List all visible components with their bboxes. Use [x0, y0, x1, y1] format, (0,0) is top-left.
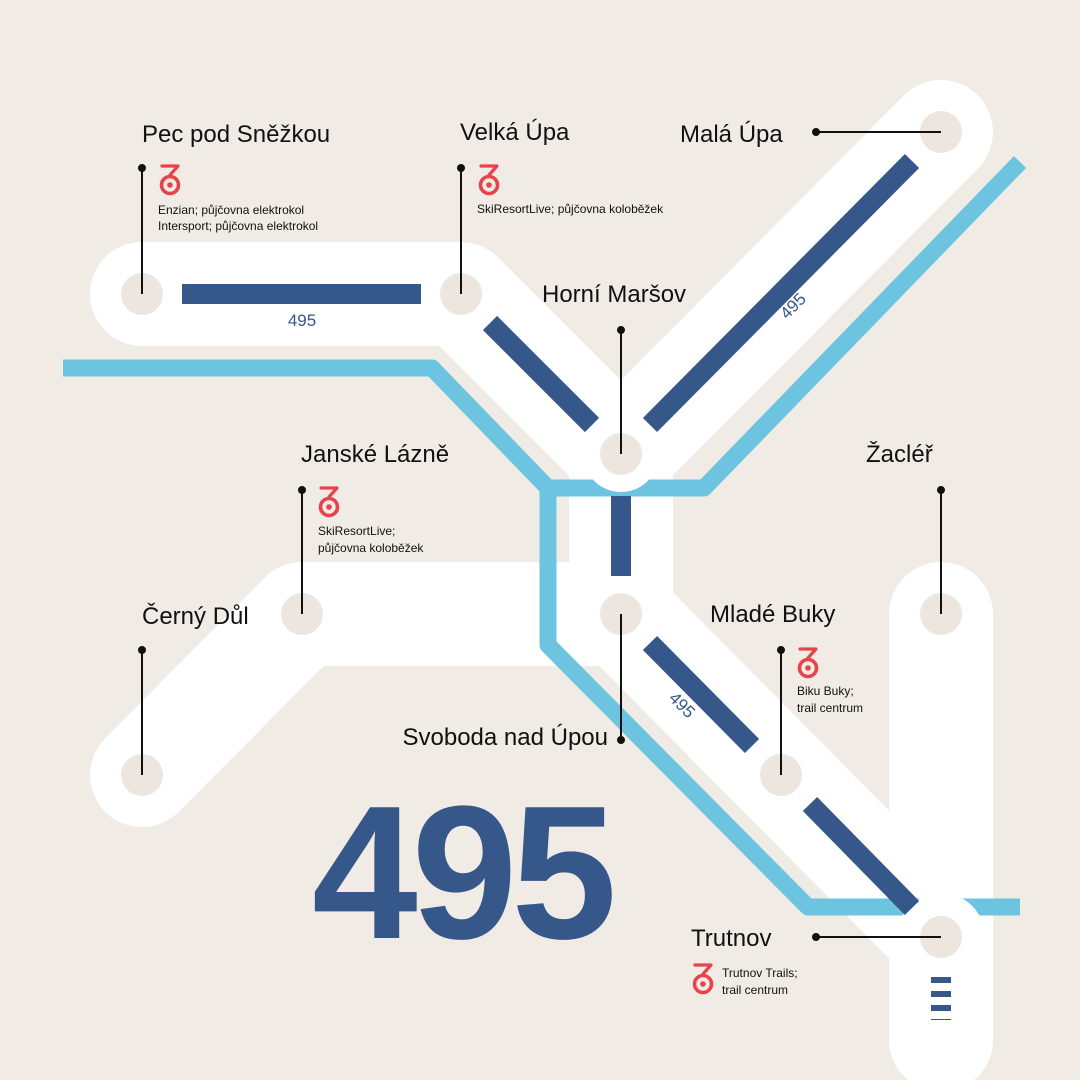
station-name-janske-lazne: Janské Lázně — [301, 441, 449, 468]
route-segment-velka-upa-marsov — [482, 315, 600, 433]
station-name-velka-upa: Velká Úpa — [460, 119, 570, 146]
river-upa — [63, 359, 1020, 916]
route-label-pec: 495 — [288, 311, 316, 330]
route-segment-mlade-buky-trutnov — [802, 796, 920, 916]
station-name-cerny-dul: Černý Důl — [142, 602, 249, 630]
route-segment-svoboda-mlade-buky — [642, 635, 760, 754]
station-name-horni-marsov: Horní Maršov — [542, 281, 686, 308]
station-note-janske-lazne-1: SkiResortLive; — [318, 524, 395, 538]
station-name-zacler: Žacléř — [866, 441, 934, 468]
route-number-title: 495 — [312, 767, 612, 979]
route-segment-mala-upa-marsov — [642, 153, 920, 433]
leader-lines — [138, 128, 945, 941]
station-note-pec-1: Enzian; půjčovna elektrokol — [158, 203, 304, 217]
river-branch — [548, 156, 1027, 497]
station-dots — [121, 111, 962, 958]
station-name-trutnov: Trutnov — [691, 925, 771, 952]
station-note-pec-2: Intersport; půjčovna elektrokol — [158, 219, 318, 233]
station-note-trutnov-1: Trutnov Trails; — [722, 966, 798, 980]
route-495-segments — [182, 153, 951, 1020]
station-name-svoboda: Svoboda nad Úpou — [403, 724, 609, 751]
station-note-velka-upa-1: SkiResortLive; půjčovna koloběžek — [477, 202, 664, 216]
station-note-mlade-buky-2: trail centrum — [797, 701, 863, 715]
station-name-mlade-buky: Mladé Buky — [710, 601, 835, 628]
station-note-janske-lazne-2: půjčovna koloběžek — [318, 541, 424, 555]
station-name-mala-upa: Malá Úpa — [680, 121, 783, 148]
station-note-mlade-buky-1: Biku Buky; — [797, 684, 854, 698]
station-note-trutnov-2: trail centrum — [722, 983, 788, 997]
station-name-pec: Pec pod Sněžkou — [142, 121, 330, 148]
